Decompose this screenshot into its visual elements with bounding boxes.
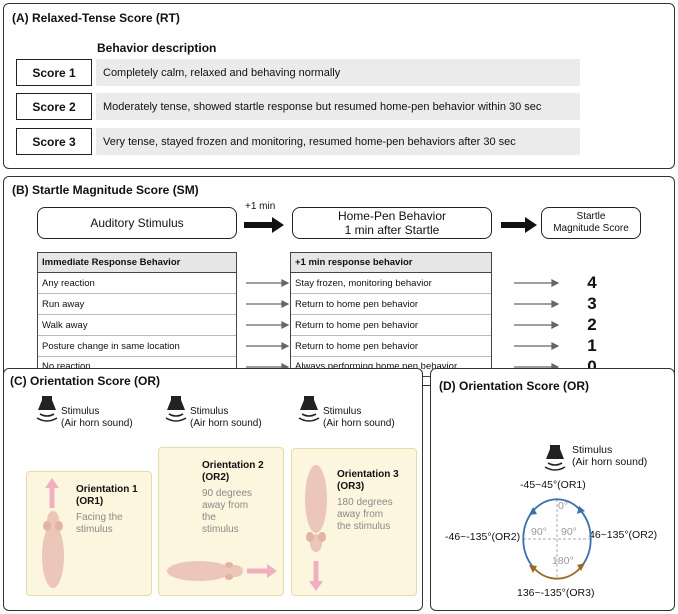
pig-facing-right-icon bbox=[167, 561, 243, 581]
sm-score-0: 0 bbox=[587, 357, 597, 376]
behavior-description-header: Behavior description bbox=[97, 41, 217, 55]
orientation-1-card: Orientation 1 (OR1) Facing the stimulus bbox=[26, 471, 152, 596]
orientation-2-title: Orientation 2 (OR2) bbox=[202, 460, 264, 483]
stimulus-label-d: Stimulus (Air horn sound) bbox=[572, 444, 648, 468]
pig-facing-down-icon bbox=[305, 465, 327, 552]
speaker-icon-2 bbox=[165, 396, 187, 422]
score-box-line-1: Startle bbox=[576, 211, 606, 222]
immediate-row-3: Walk away bbox=[38, 315, 236, 336]
orientation-1-title: Orientation 1 (OR1) bbox=[76, 484, 138, 507]
pig-facing-up-icon bbox=[42, 511, 64, 588]
later-row-2: Return to home pen behavior bbox=[291, 294, 491, 315]
panel-d: (D) Orientation Score (OR) Stimulus (Air… bbox=[430, 368, 675, 611]
deg-bottom: 180° bbox=[552, 555, 574, 567]
later-table-header: +1 min response behavior bbox=[291, 253, 491, 273]
deg-top: 0° bbox=[558, 500, 569, 512]
panel-b: (B) Startle Magnitude Score (SM) Auditor… bbox=[3, 176, 675, 386]
immediate-row-1: Any reaction bbox=[38, 273, 236, 294]
orientation-compass bbox=[522, 498, 592, 580]
sm-score-3: 3 bbox=[587, 294, 597, 313]
immediate-row-4: Posture change in same location bbox=[38, 336, 236, 357]
delay-arrow bbox=[244, 217, 284, 233]
immediate-response-table: Immediate Response Behavior Any reaction… bbox=[37, 252, 237, 377]
sm-score-4: 4 bbox=[587, 273, 597, 292]
orientation-3-card: Orientation 3 (OR3) 180 degrees away fro… bbox=[291, 448, 417, 596]
home-pen-behavior-box: Home-Pen Behavior 1 min after Startle bbox=[292, 207, 492, 239]
auditory-stimulus-box: Auditory Stimulus bbox=[37, 207, 237, 239]
later-row-3: Return to home pen behavior bbox=[291, 315, 491, 336]
stimulus-label-2: Stimulus (Air horn sound) bbox=[190, 406, 262, 429]
pink-arrow-down-icon bbox=[309, 561, 323, 591]
label-or3-range: 136~-135°(OR3) bbox=[517, 587, 595, 599]
orientation-2-note: 90 degrees away from the stimulus bbox=[202, 488, 253, 535]
stimulus-label-1: Stimulus (Air horn sound) bbox=[61, 406, 133, 429]
panel-a-title: (A) Relaxed-Tense Score (RT) bbox=[12, 11, 180, 25]
deg-left: 90° bbox=[531, 526, 547, 538]
score-2-description: Moderately tense, showed startle respons… bbox=[96, 93, 580, 120]
label-or2-left-range: -46~-135°(OR2) bbox=[445, 531, 521, 543]
startle-magnitude-score-box: Startle Magnitude Score bbox=[541, 207, 641, 239]
score-arrow bbox=[501, 217, 537, 233]
score-1-label: Score 1 bbox=[16, 59, 92, 86]
immediate-row-5: No reaction bbox=[42, 361, 91, 372]
panel-b-title: (B) Startle Magnitude Score (SM) bbox=[12, 183, 199, 197]
orientation-1-note: Facing the stimulus bbox=[76, 512, 123, 535]
panel-a: (A) Relaxed-Tense Score (RT) Behavior de… bbox=[3, 3, 675, 169]
orientation-2-card: Orientation 2 (OR2) 90 degrees away from… bbox=[158, 447, 284, 596]
score-3-description: Very tense, stayed frozen and monitoring… bbox=[96, 128, 580, 155]
speaker-icon-3 bbox=[298, 396, 320, 422]
score-2-label: Score 2 bbox=[16, 93, 92, 120]
later-response-table: +1 min response behavior Stay frozen, mo… bbox=[290, 252, 492, 377]
speaker-icon-d bbox=[544, 445, 566, 471]
label-or1-range: -45~45°(OR1) bbox=[520, 479, 586, 491]
deg-right: 90° bbox=[561, 526, 577, 538]
label-or2-right-range: 46~135°(OR2) bbox=[589, 529, 658, 541]
row-arrows-left bbox=[246, 279, 290, 371]
pink-arrow-right-icon bbox=[247, 564, 277, 578]
immediate-row-2: Run away bbox=[38, 294, 236, 315]
delay-label: +1 min bbox=[245, 201, 276, 212]
later-row-5: Always performing home pen behavior bbox=[295, 361, 458, 372]
sm-score-2: 2 bbox=[587, 315, 597, 334]
immediate-table-header: Immediate Response Behavior bbox=[38, 253, 236, 273]
pink-arrow-up-icon bbox=[45, 478, 59, 508]
speaker-icon-1 bbox=[36, 396, 58, 422]
home-pen-line-1: Home-Pen Behavior bbox=[337, 209, 447, 223]
score-3-label: Score 3 bbox=[16, 128, 92, 155]
row-arrows-right bbox=[514, 279, 560, 371]
sm-score-1: 1 bbox=[587, 336, 597, 355]
stimulus-label-3: Stimulus (Air horn sound) bbox=[323, 406, 395, 429]
later-row-1: Stay frozen, monitoring behavior bbox=[291, 273, 491, 294]
panel-c-title: (C) Orientation Score (OR) bbox=[10, 374, 161, 388]
panel-c: (C) Orientation Score (OR) Stimulus (Air… bbox=[3, 368, 423, 611]
score-box-line-2: Magnitude Score bbox=[553, 223, 629, 234]
score-1-description: Completely calm, relaxed and behaving no… bbox=[96, 59, 580, 86]
panel-d-title: (D) Orientation Score (OR) bbox=[439, 379, 590, 393]
later-row-4: Return to home pen behavior bbox=[291, 336, 491, 357]
home-pen-line-2: 1 min after Startle bbox=[344, 223, 440, 237]
orientation-3-title: Orientation 3 (OR3) bbox=[337, 469, 399, 492]
orientation-3-note: 180 degrees away from the stimulus bbox=[337, 497, 393, 532]
